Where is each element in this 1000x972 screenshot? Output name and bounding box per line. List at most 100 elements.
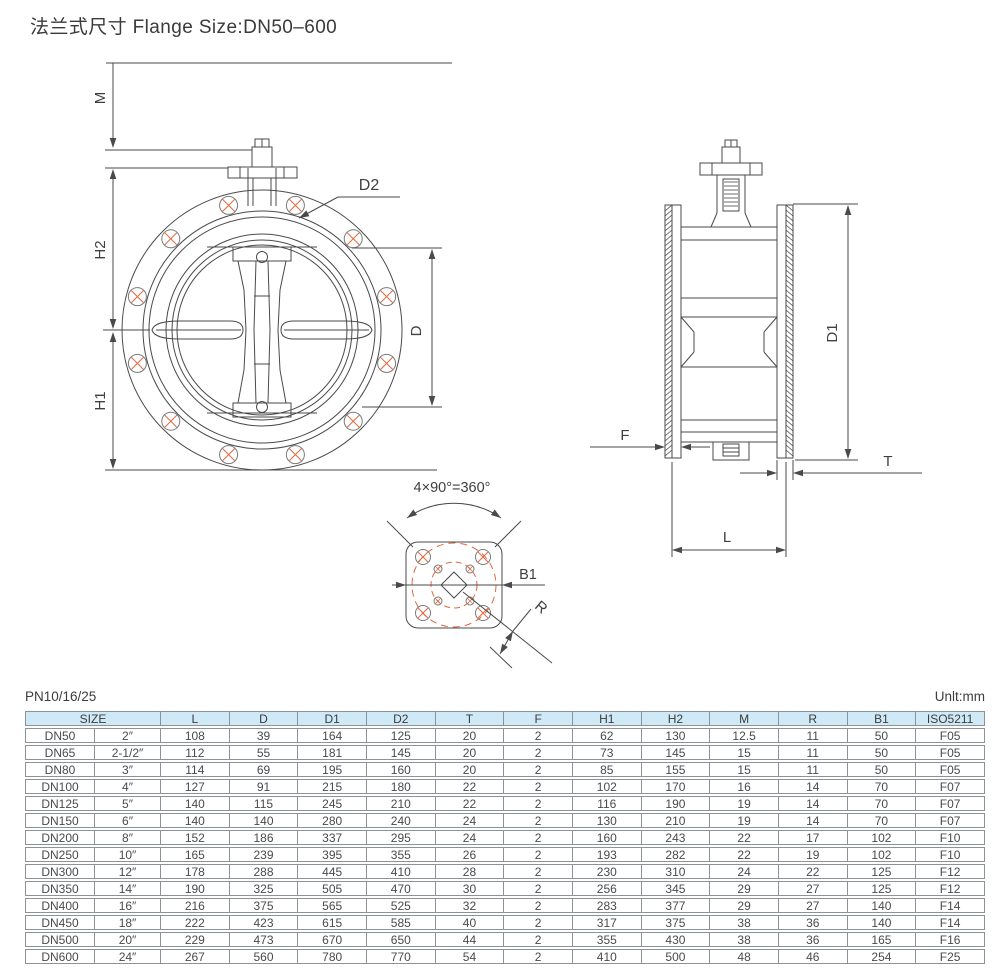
table-cell: 216 bbox=[161, 898, 230, 913]
table-cell: 62 bbox=[572, 728, 642, 743]
table-cell: F16 bbox=[916, 932, 985, 947]
table-cell: 50 bbox=[847, 762, 917, 777]
dim-label-h2: H2 bbox=[92, 240, 109, 259]
table-cell: 375 bbox=[641, 915, 711, 930]
table-cell: 165 bbox=[161, 847, 230, 862]
table-cell: DN350 bbox=[25, 881, 95, 896]
table-cell: 28 bbox=[435, 864, 505, 879]
table-cell: 155 bbox=[641, 762, 711, 777]
table-cell: 17 bbox=[778, 830, 848, 845]
table-cell: 70 bbox=[847, 796, 917, 811]
table-cell: DN80 bbox=[25, 762, 95, 777]
table-cell: 780 bbox=[298, 949, 367, 964]
table-cell: 24 bbox=[435, 830, 505, 845]
table-cell: 12.5 bbox=[710, 728, 779, 743]
table-cell: 2 bbox=[504, 762, 573, 777]
table-cell: 395 bbox=[298, 847, 367, 862]
table-cell: DN600 bbox=[25, 949, 95, 964]
table-cell: 102 bbox=[847, 847, 917, 862]
dim-label-d1: D1 bbox=[824, 323, 841, 342]
table-cell: 69 bbox=[229, 762, 299, 777]
table-cell: 193 bbox=[572, 847, 642, 862]
pad-top-view bbox=[386, 502, 553, 669]
table-cell: F05 bbox=[916, 728, 985, 743]
table-cell: 140 bbox=[161, 813, 230, 828]
table-cell: 240 bbox=[366, 813, 436, 828]
table-cell: F07 bbox=[916, 779, 985, 794]
table-cell: 181 bbox=[298, 745, 367, 760]
table-cell: F07 bbox=[916, 813, 985, 828]
table-cell: 190 bbox=[641, 796, 711, 811]
table-cell: 585 bbox=[366, 915, 436, 930]
table-cell: 254 bbox=[847, 949, 917, 964]
table-cell: 243 bbox=[641, 830, 711, 845]
table-cell: DN65 bbox=[25, 745, 95, 760]
column-header: M bbox=[710, 711, 779, 726]
table-cell: 256 bbox=[572, 881, 642, 896]
table-cell: DN400 bbox=[25, 898, 95, 913]
side-view bbox=[664, 139, 794, 461]
column-header: H2 bbox=[641, 711, 711, 726]
table-cell: DN300 bbox=[25, 864, 95, 879]
column-header: F bbox=[504, 711, 573, 726]
table-cell: 24″ bbox=[95, 949, 162, 964]
side-view-dimensions bbox=[590, 203, 922, 557]
table-cell: 22 bbox=[710, 847, 779, 862]
table-cell: 102 bbox=[847, 830, 917, 845]
table-cell: 116 bbox=[572, 796, 642, 811]
table-cell: 210 bbox=[641, 813, 711, 828]
table-cell: 16 bbox=[710, 779, 779, 794]
table-cell: 18″ bbox=[95, 915, 162, 930]
dim-label-r: R bbox=[531, 598, 550, 618]
table-cell: 22 bbox=[778, 864, 848, 879]
table-cell: 125 bbox=[847, 881, 917, 896]
table-cell: 2 bbox=[504, 915, 573, 930]
table-cell: F10 bbox=[916, 847, 985, 862]
table-cell: 130 bbox=[572, 813, 642, 828]
table-cell: 670 bbox=[298, 932, 367, 947]
table-cell: F07 bbox=[916, 796, 985, 811]
table-cell: 410 bbox=[366, 864, 436, 879]
table-cell: 26 bbox=[435, 847, 505, 862]
table-cell: 473 bbox=[229, 932, 299, 947]
table-cell: 140 bbox=[161, 796, 230, 811]
table-cell: 215 bbox=[298, 779, 367, 794]
table-cell: 2 bbox=[504, 779, 573, 794]
table-cell: 30 bbox=[435, 881, 505, 896]
table-cell: 38 bbox=[710, 915, 779, 930]
table-cell: 355 bbox=[572, 932, 642, 947]
table-cell: 560 bbox=[229, 949, 299, 964]
table-cell: 112 bbox=[161, 745, 230, 760]
table-cell: 14 bbox=[778, 813, 848, 828]
stem-packing bbox=[724, 181, 738, 207]
table-cell: 40 bbox=[435, 915, 505, 930]
table-cell: 190 bbox=[161, 881, 230, 896]
table-cell: 178 bbox=[161, 864, 230, 879]
table-cell: 55 bbox=[229, 745, 299, 760]
table-cell: 19 bbox=[710, 813, 779, 828]
table-cell: 130 bbox=[641, 728, 711, 743]
dim-label-t: T bbox=[883, 453, 892, 470]
column-header: H1 bbox=[572, 711, 642, 726]
table-cell: 2 bbox=[504, 796, 573, 811]
table-cell: 11 bbox=[778, 762, 848, 777]
dim-label-l: L bbox=[723, 529, 731, 546]
table-cell: 295 bbox=[366, 830, 436, 845]
table-cell: 140 bbox=[847, 915, 917, 930]
column-header: T bbox=[435, 711, 505, 726]
table-notes: PN10/16/25 Unlt:mm bbox=[25, 689, 985, 704]
table-cell: 2 bbox=[504, 864, 573, 879]
table-cell: 2 bbox=[504, 728, 573, 743]
table-cell: 91 bbox=[229, 779, 299, 794]
unit-note: Unlt:mm bbox=[934, 689, 985, 704]
table-cell: F12 bbox=[916, 881, 985, 896]
table-cell: 12″ bbox=[95, 864, 162, 879]
table-cell: 50 bbox=[847, 728, 917, 743]
table-cell: 445 bbox=[298, 864, 367, 879]
